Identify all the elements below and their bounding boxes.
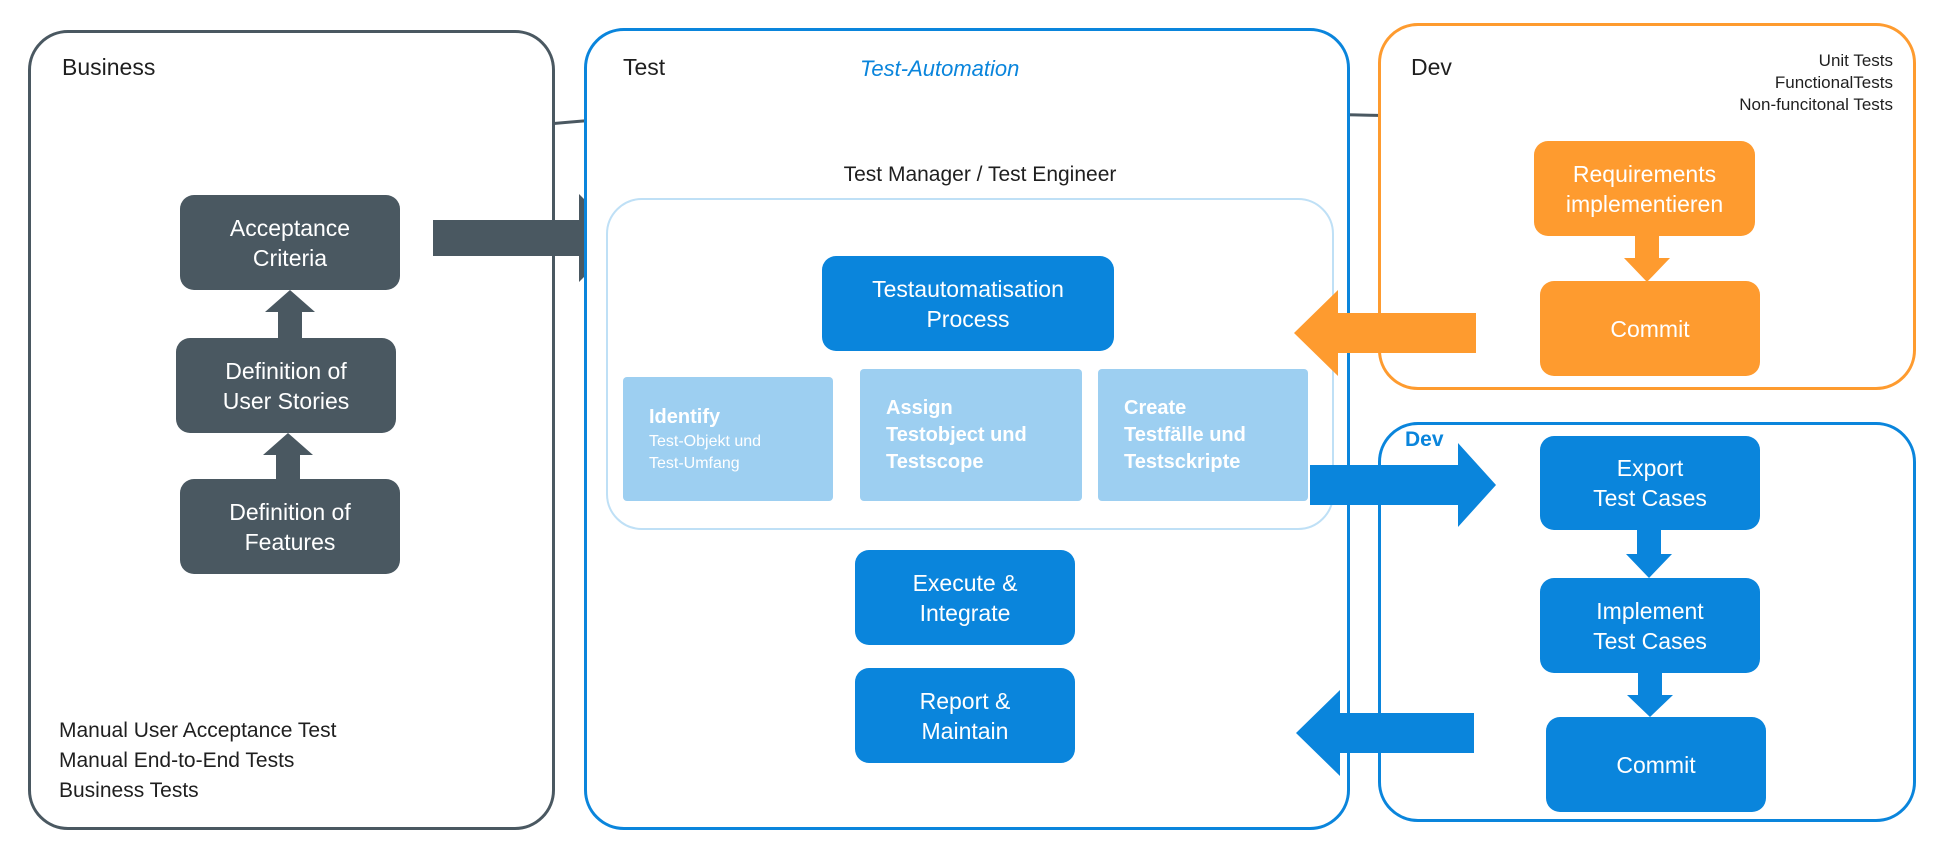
business-panel-title: Business xyxy=(62,54,156,80)
arrow-down-implement-to-commit xyxy=(1627,673,1673,717)
requirements-box[interactable]: Requirements implementieren xyxy=(1534,141,1755,236)
implement-test-cases-box[interactable]: Implement Test Cases xyxy=(1540,578,1760,673)
execute-integrate-box[interactable]: Execute & Integrate xyxy=(855,550,1075,645)
dev-top-panel-title: Dev xyxy=(1411,54,1452,80)
dev-top-commit-box[interactable]: Commit xyxy=(1540,281,1760,376)
export-test-cases-box[interactable]: Export Test Cases xyxy=(1540,436,1760,530)
dev-top-note-3: Non-funcitonal Tests xyxy=(1739,95,1893,114)
arrow-down-export-to-implement xyxy=(1626,530,1672,578)
arrow-up-features-to-stories xyxy=(263,433,313,481)
user-stories-box[interactable]: Definition of User Stories xyxy=(176,338,396,433)
identify-title: Identify xyxy=(649,405,721,428)
business-notes: Manual User Acceptance Test Manual End-t… xyxy=(59,716,336,806)
arrow-test-to-dev-bottom xyxy=(1310,443,1496,527)
features-box[interactable]: Definition of Features xyxy=(180,479,400,574)
arrow-business-to-test xyxy=(433,194,623,282)
dev-bottom-commit-box[interactable]: Commit xyxy=(1546,717,1766,812)
business-note-2: Manual End-to-End Tests xyxy=(59,749,295,772)
business-note-1: Manual User Acceptance Test xyxy=(59,719,337,742)
arrow-dev-top-to-test xyxy=(1294,290,1476,376)
dev-top-note-1: Unit Tests xyxy=(1818,51,1893,70)
acceptance-criteria-box[interactable]: Acceptance Criteria xyxy=(180,195,400,290)
test-panel-title: Test xyxy=(623,54,666,80)
dev-top-note-2: FunctionalTests xyxy=(1774,73,1893,92)
arrow-dev-bottom-to-test xyxy=(1296,690,1474,776)
identify-box[interactable]: Identify Test-Objekt und Test-Umfang xyxy=(623,377,833,501)
create-box[interactable]: Create Testfälle und Testsckripte xyxy=(1098,369,1308,501)
test-role-label: Test Manager / Test Engineer xyxy=(843,163,1117,186)
assign-box[interactable]: Assign Testobject und Testscope xyxy=(860,369,1082,501)
report-maintain-box[interactable]: Report & Maintain xyxy=(855,668,1075,763)
dev-top-notes: Unit Tests FunctionalTests Non-funcitona… xyxy=(1600,50,1893,116)
testautomation-process-box[interactable]: Testautomatisation Process xyxy=(822,256,1114,351)
dev-bottom-panel-title: Dev xyxy=(1405,428,1444,451)
arrow-down-requirements-to-commit xyxy=(1624,236,1670,282)
business-note-3: Business Tests xyxy=(59,779,199,802)
arrow-up-stories-to-criteria xyxy=(265,290,315,340)
test-panel-subtitle: Test-Automation xyxy=(860,56,1020,81)
identify-subtitle: Test-Objekt und Test-Umfang xyxy=(649,432,762,472)
